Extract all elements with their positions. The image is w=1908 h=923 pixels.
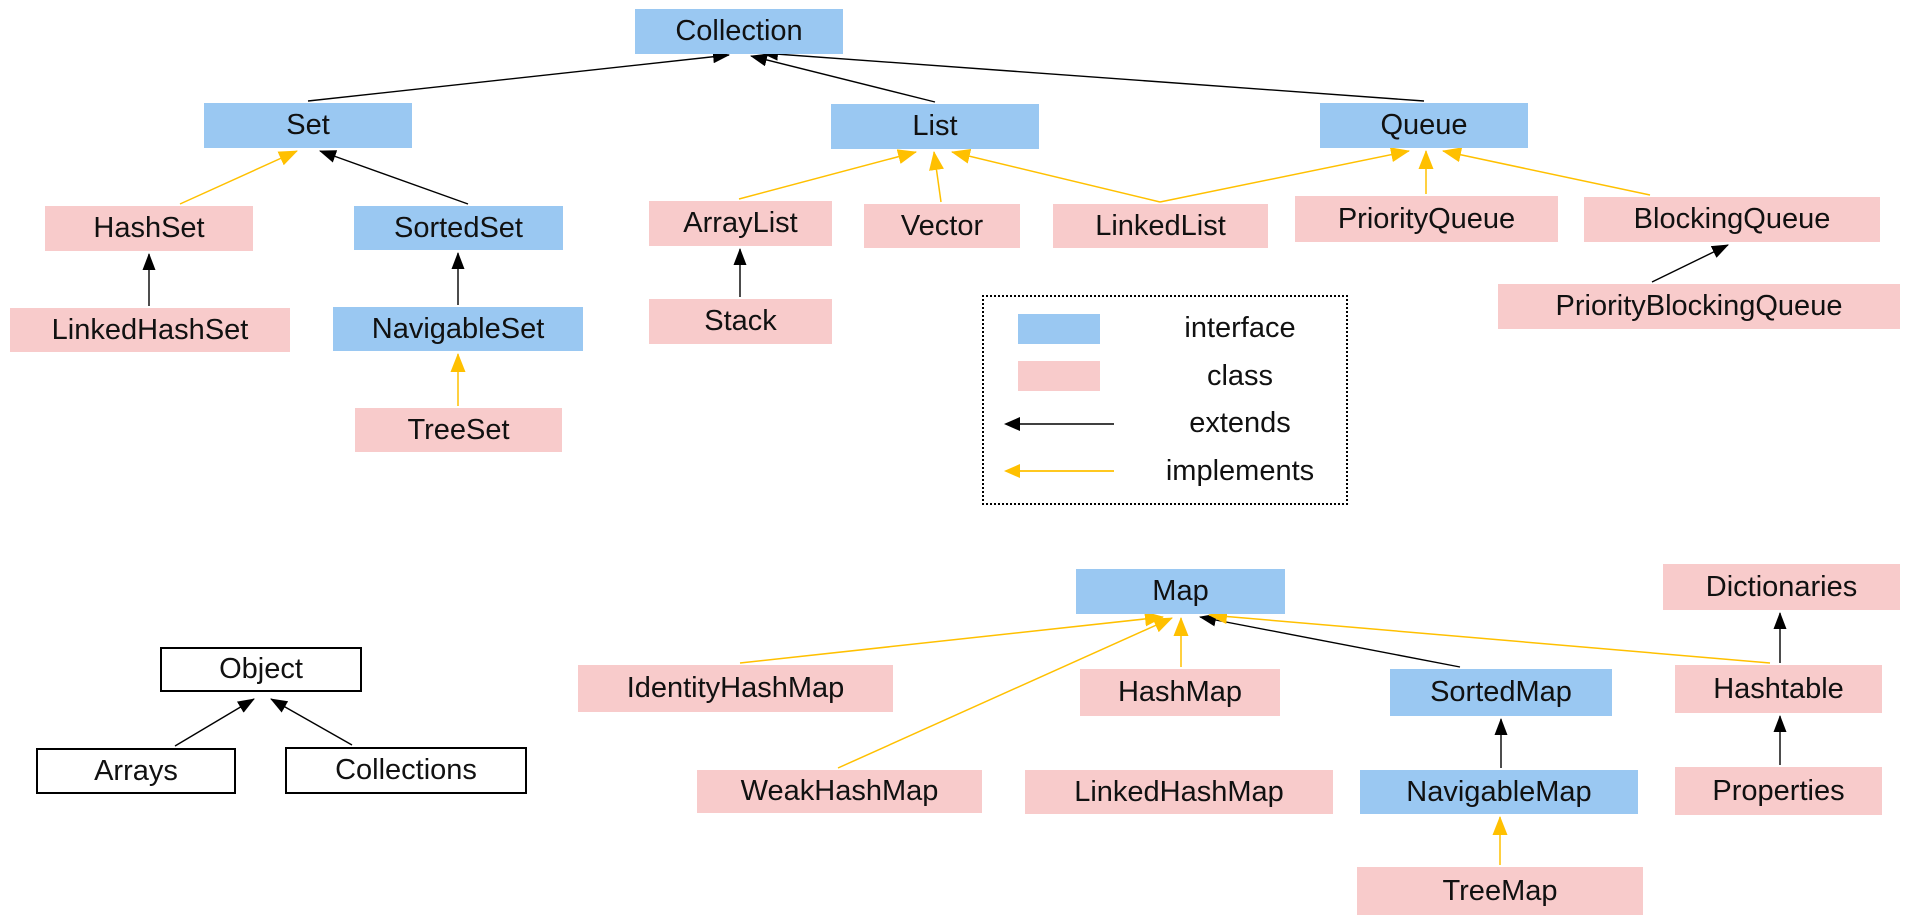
- node-arraylist: ArrayList: [649, 201, 832, 246]
- legend-label-implements: implements: [1165, 454, 1315, 487]
- node-priorityblockingqueue: PriorityBlockingQueue: [1498, 284, 1900, 329]
- legend-label-class: class: [1206, 359, 1274, 392]
- edge-sortedset-set: [319, 150, 469, 205]
- node-treemap: TreeMap: [1357, 867, 1643, 915]
- legend-row-implements: implements: [984, 449, 1346, 493]
- node-sortedmap: SortedMap: [1390, 669, 1612, 716]
- edge-sortedmap-map: [1199, 613, 1461, 668]
- node-hashmap: HashMap: [1080, 669, 1280, 716]
- edge-group: [142, 47, 1787, 865]
- node-hashtable: Hashtable: [1675, 665, 1882, 713]
- node-arrays: Arrays: [36, 748, 236, 794]
- node-linkedlist: LinkedList: [1053, 204, 1268, 248]
- edge-queue-collection: [761, 47, 1425, 102]
- legend-label-interface: interface: [1184, 312, 1296, 345]
- node-collections: Collections: [285, 747, 527, 794]
- node-stack: Stack: [649, 299, 832, 344]
- edge-vector-list: [929, 151, 944, 203]
- edge-list-collection: [750, 53, 936, 103]
- edge-collections-object: [270, 698, 353, 746]
- node-properties: Properties: [1675, 767, 1882, 815]
- edge-linkedlist-list: [951, 148, 1161, 203]
- node-queue: Queue: [1320, 103, 1528, 148]
- node-dictionaries: Dictionaries: [1663, 564, 1900, 610]
- edge-arraylist-list: [738, 149, 917, 200]
- edge-hashtable-map: [1208, 609, 1771, 664]
- node-treeset: TreeSet: [355, 408, 562, 452]
- edge-set-collection: [307, 50, 730, 102]
- node-vector: Vector: [864, 204, 1020, 248]
- legend: interface class extends implements: [982, 295, 1348, 505]
- node-navigablemap: NavigableMap: [1360, 770, 1638, 814]
- node-object: Object: [160, 647, 362, 692]
- node-list: List: [831, 104, 1039, 149]
- node-navigableset: NavigableSet: [333, 307, 583, 351]
- legend-row-interface: interface: [984, 307, 1346, 351]
- extends-arrow-icon: [984, 416, 1134, 432]
- node-linkedhashmap: LinkedHashMap: [1025, 770, 1333, 814]
- edge-linkedlist-queue: [1159, 147, 1410, 203]
- edge-hashset-set: [179, 150, 298, 205]
- node-linkedhashset: LinkedHashSet: [10, 308, 290, 352]
- edge-identityhashmap-map: [739, 611, 1164, 664]
- class-swatch-icon: [984, 361, 1134, 392]
- legend-row-extends: extends: [984, 402, 1346, 446]
- interface-swatch-icon: [984, 313, 1134, 344]
- node-sortedset: SortedSet: [354, 206, 563, 250]
- node-hashset: HashSet: [45, 206, 253, 251]
- legend-label-extends: extends: [1189, 407, 1291, 440]
- edge-weakhashmap-map: [837, 617, 1173, 769]
- implements-arrow-icon: [984, 463, 1134, 479]
- node-weakhashmap: WeakHashMap: [697, 770, 982, 813]
- node-set: Set: [204, 103, 412, 148]
- node-collection: Collection: [635, 9, 843, 54]
- node-priorityqueue: PriorityQueue: [1295, 196, 1558, 242]
- node-map: Map: [1076, 569, 1285, 614]
- node-blockingqueue: BlockingQueue: [1584, 197, 1880, 242]
- node-identityhashmap: IdentityHashMap: [578, 665, 893, 712]
- edge-arrays-object: [174, 698, 255, 747]
- edge-priorityblockingqueue-blockingqueue: [1651, 244, 1729, 283]
- legend-row-class: class: [984, 354, 1346, 398]
- edge-blockingqueue-queue: [1442, 147, 1651, 196]
